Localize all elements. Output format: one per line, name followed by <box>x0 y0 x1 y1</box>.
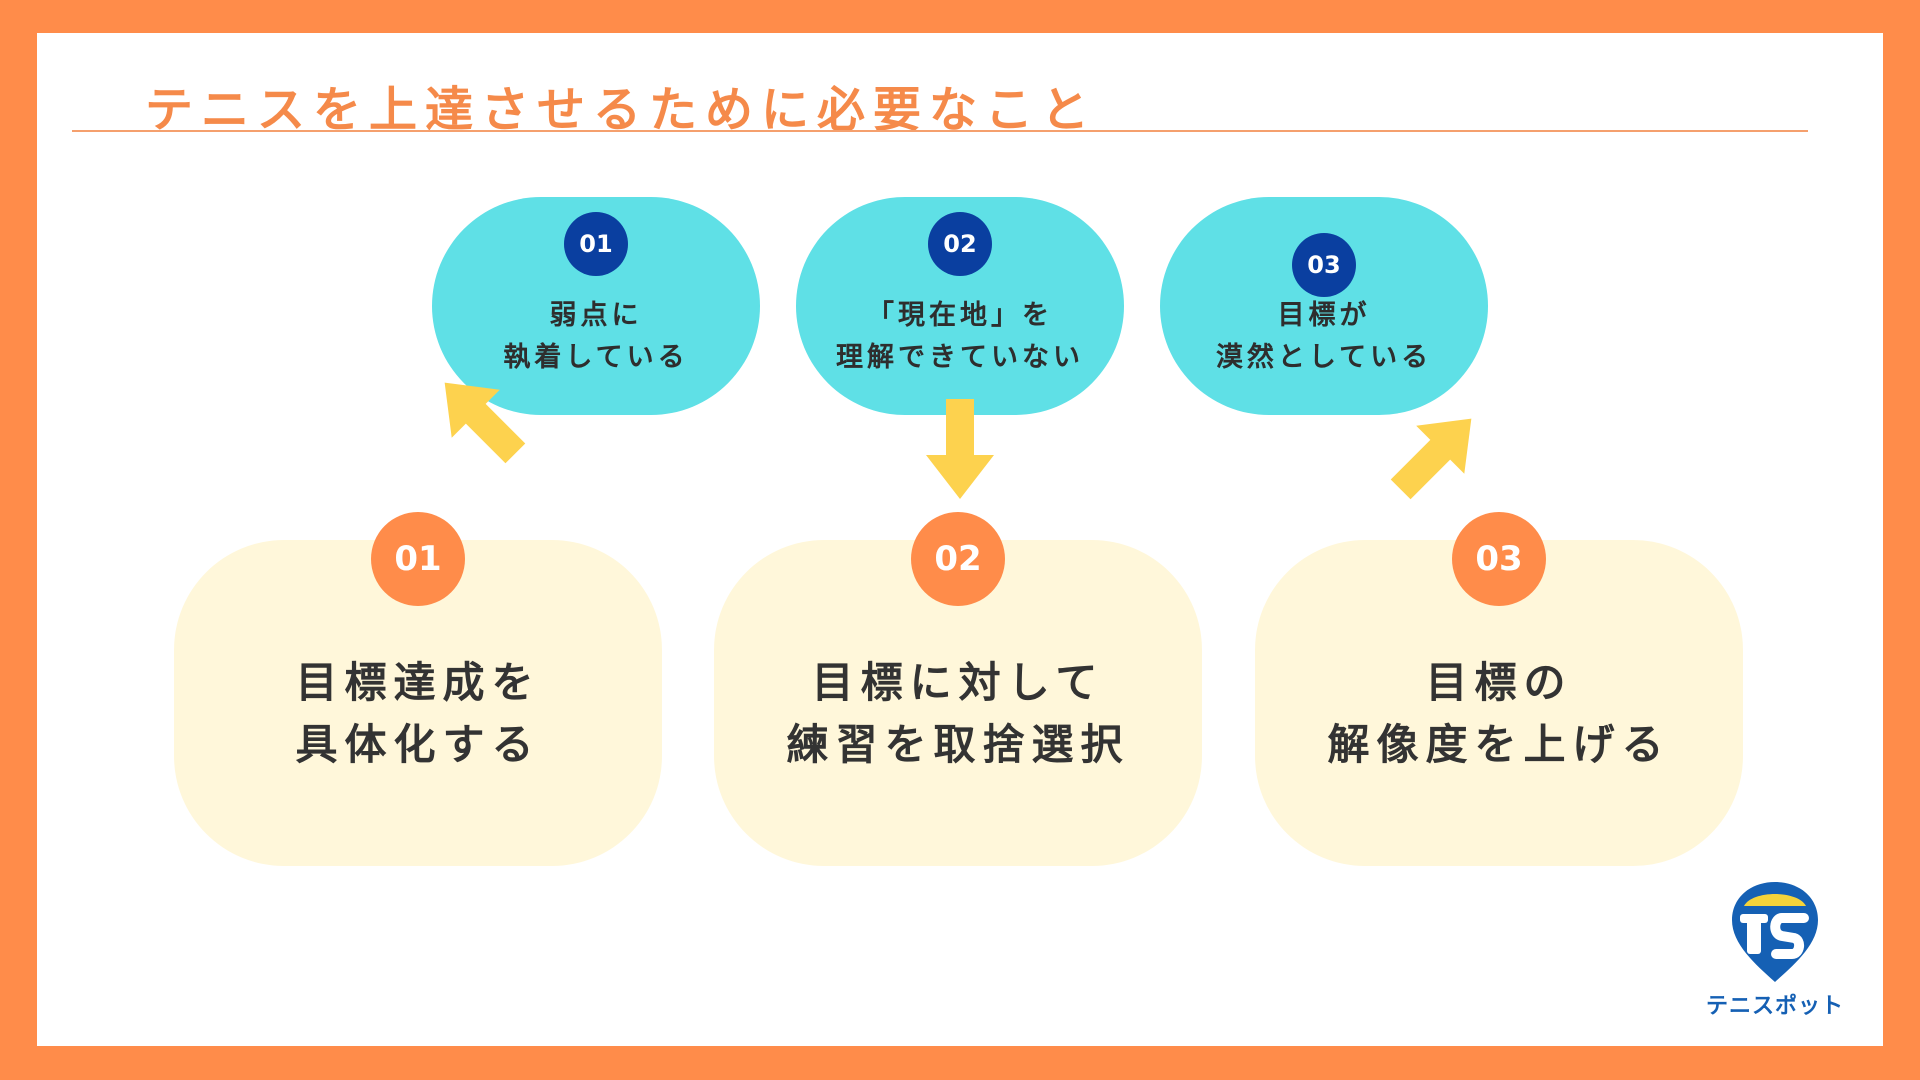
cause-badge-2: 02 <box>928 212 992 276</box>
solution-1-line-2: 具体化する <box>295 720 541 769</box>
title-divider <box>72 130 1808 132</box>
solution-3-line-2: 解像度を上げる <box>1327 720 1671 769</box>
cause-2-line-1: 「現在地」を <box>867 300 1053 331</box>
solution-badge-3: 03 <box>1452 512 1546 606</box>
tennis-spot-logo-icon <box>1732 882 1818 982</box>
arrow-2-icon <box>926 399 994 499</box>
solution-3-line-1: 目標の <box>1425 658 1573 707</box>
cause-3-line-1: 目標が <box>1277 300 1371 331</box>
cause-badge-1: 01 <box>564 212 628 276</box>
solution-2-line-1: 目標に対して <box>811 658 1105 707</box>
arrow-1-icon <box>444 382 526 464</box>
solution-badge-1: 01 <box>371 512 465 606</box>
cause-bubble-2: 「現在地」を 理解できていない <box>796 197 1124 415</box>
brand-logo: テニスポット <box>1700 878 1850 1019</box>
page-title: テニスを上達させるために必要なこと <box>145 82 1098 138</box>
cause-3-line-2: 漠然としている <box>1215 342 1433 373</box>
solution-badge-2: 02 <box>911 512 1005 606</box>
cause-bubble-1: 弱点に 執着している <box>432 197 760 415</box>
cause-1-line-1: 弱点に <box>549 300 643 331</box>
solution-2-line-2: 練習を取捨選択 <box>786 720 1130 769</box>
cause-2-line-2: 理解できていない <box>836 342 1084 373</box>
cause-1-line-2: 執着している <box>503 342 689 373</box>
solution-1-line-1: 目標達成を <box>295 658 541 707</box>
arrow-3-icon <box>1390 418 1472 500</box>
logo-text: テニスポット <box>1705 994 1844 1019</box>
cause-badge-3: 03 <box>1292 233 1356 297</box>
